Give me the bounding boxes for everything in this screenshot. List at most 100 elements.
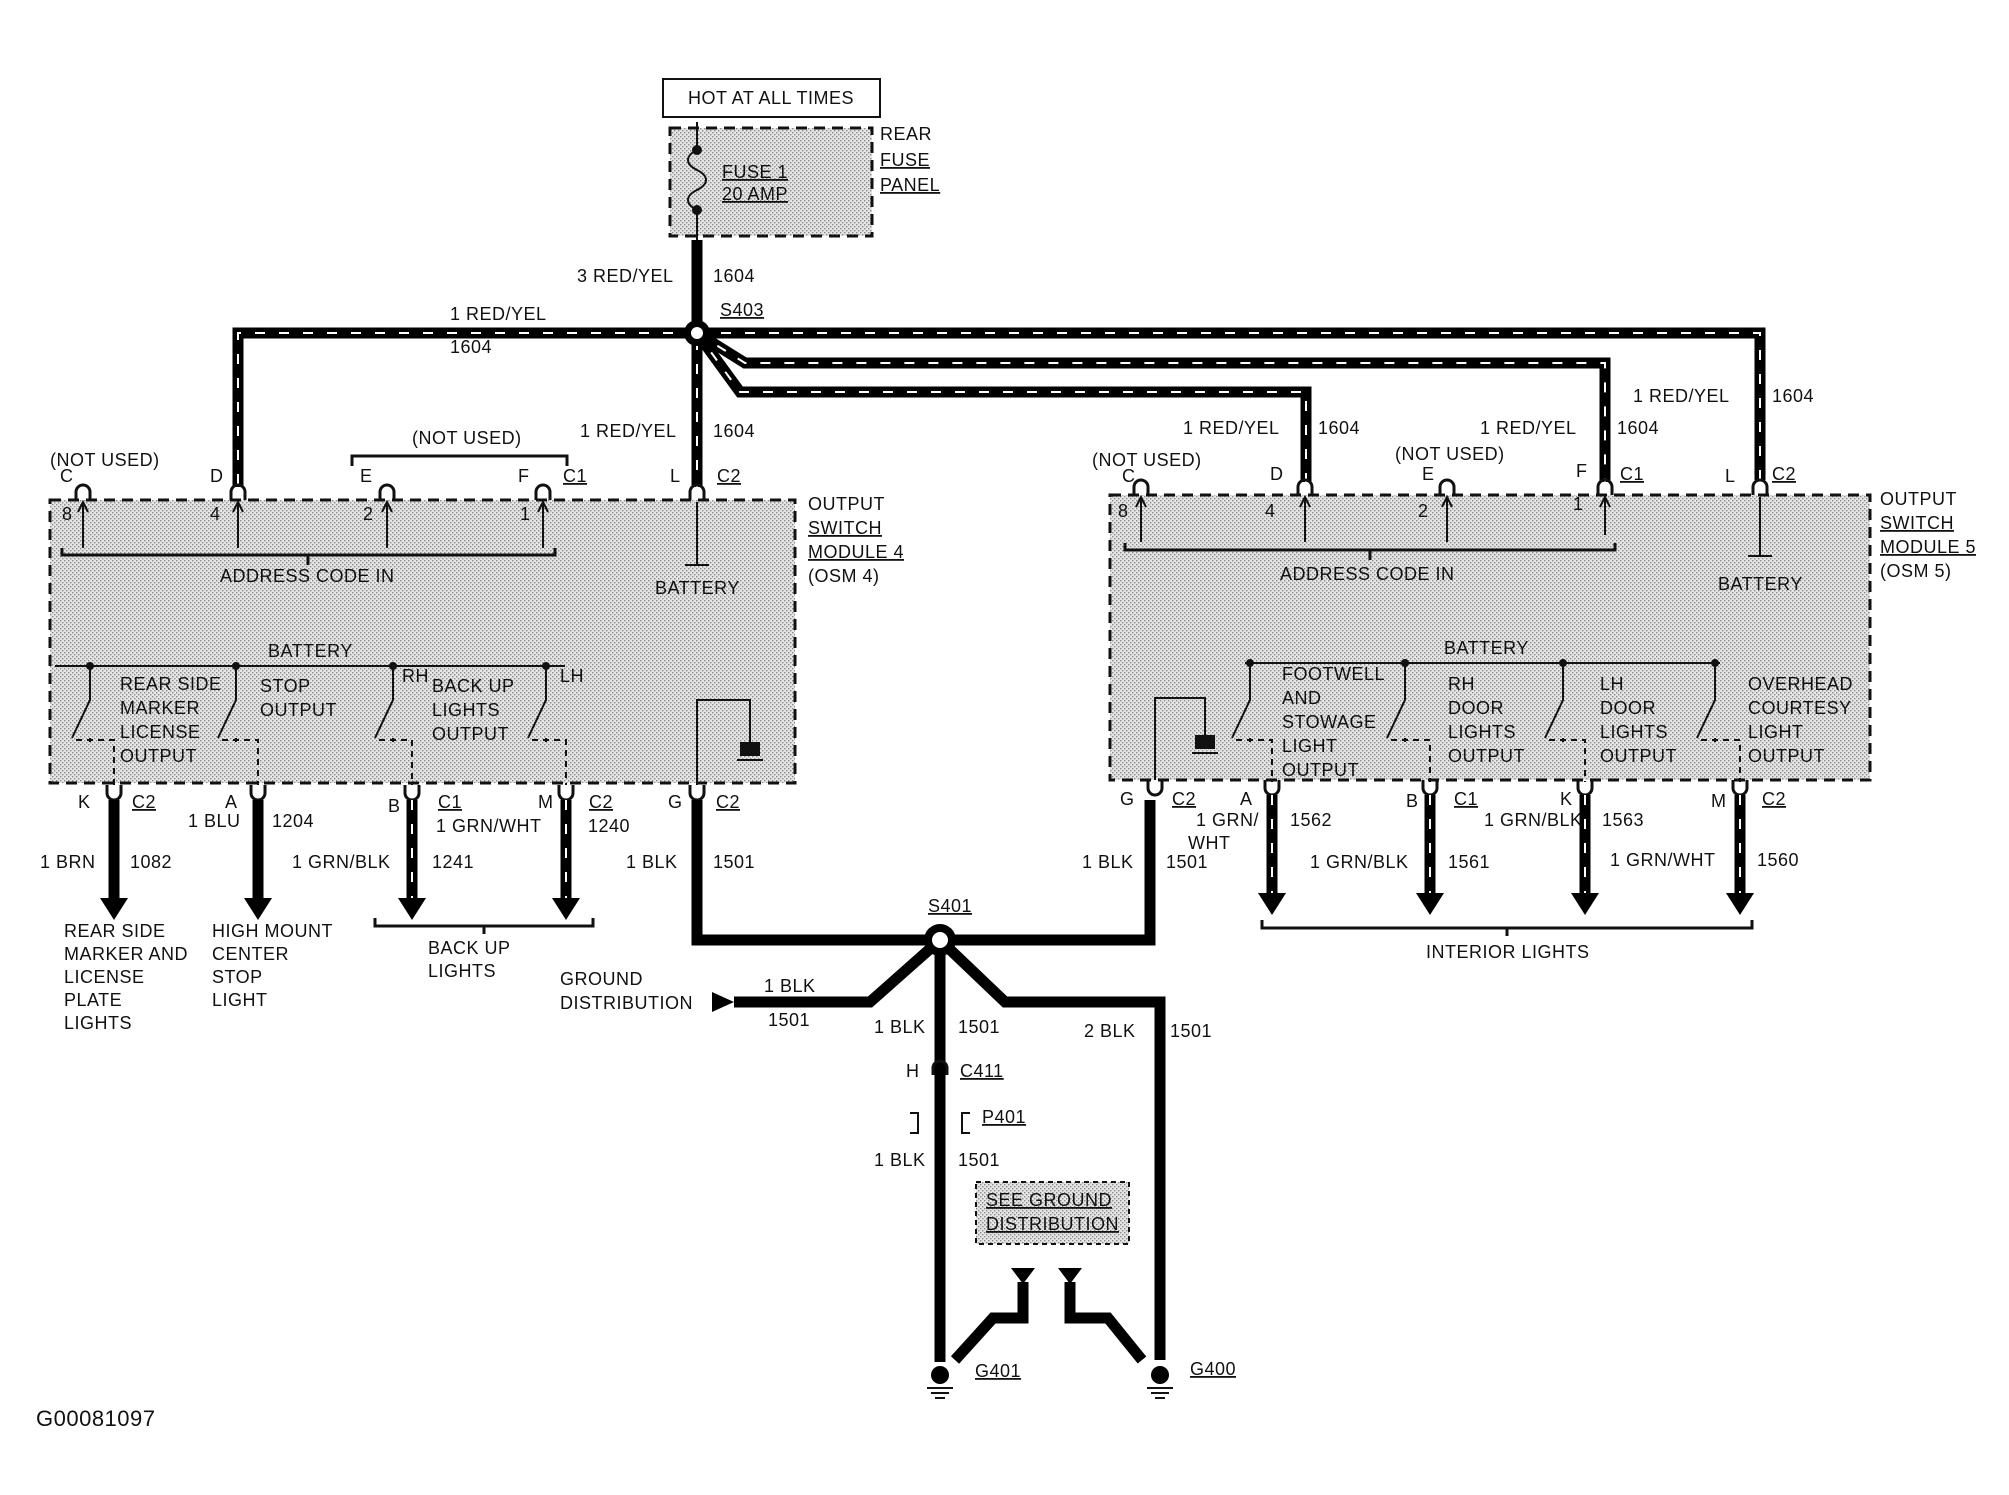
osm4-switches bbox=[71, 662, 567, 785]
load-marker-and: MARKER AND bbox=[64, 944, 188, 964]
osm4-lh: LH bbox=[560, 666, 584, 686]
load-license: LICENSE bbox=[64, 967, 145, 987]
osm5-pin-d: D bbox=[1270, 464, 1284, 484]
circuit-1604-e: 1604 bbox=[1617, 418, 1659, 438]
circuit-1204: 1204 bbox=[272, 811, 314, 831]
osm4-back-up: BACK UP bbox=[432, 676, 515, 696]
rear-fuse-panel: FUSE 1 20 AMP REAR FUSE PANEL bbox=[668, 122, 940, 240]
osm5-battery-bus-label: BATTERY bbox=[1444, 638, 1529, 658]
osm4-pin-a: A bbox=[225, 792, 238, 812]
connector-p401: P401 bbox=[982, 1107, 1026, 1127]
circuit-1501-gd: 1501 bbox=[768, 1010, 810, 1030]
osm4-conn-c1: C1 bbox=[563, 466, 587, 486]
osm4-conn-c2-top: C2 bbox=[717, 466, 741, 486]
fuse-label: FUSE bbox=[880, 150, 930, 170]
osm5-rh-door: DOOR bbox=[1448, 698, 1504, 718]
osm5-addr-4: 4 bbox=[1265, 501, 1276, 521]
wire-1blk-g4: 1 BLK bbox=[626, 852, 678, 872]
osm4-conn-c2-m: C2 bbox=[589, 792, 613, 812]
osm5-addr-1: 1 bbox=[1573, 494, 1584, 514]
wire-1grnwht-a: 1 GRN/WHT bbox=[436, 816, 542, 836]
osm5-addr-2: 2 bbox=[1418, 501, 1429, 521]
c411-pin-h: H bbox=[906, 1061, 920, 1081]
osm5-output-1: OUTPUT bbox=[1282, 760, 1359, 780]
osm4-stop: STOP bbox=[260, 676, 311, 696]
ground-g400: G400 bbox=[1190, 1359, 1236, 1379]
fuse-amp: 20 AMP bbox=[722, 184, 788, 204]
ground-g401: G401 bbox=[975, 1361, 1021, 1381]
circuit-1501-2blk: 1501 bbox=[1170, 1021, 1212, 1041]
see-ground-2: DISTRIBUTION bbox=[986, 1214, 1119, 1234]
osm4-pin-f: F bbox=[518, 466, 530, 486]
osm4-rear-side: REAR SIDE bbox=[120, 674, 222, 694]
osm4-battery-bus-label: BATTERY bbox=[268, 641, 353, 661]
osm4-pin-c: C bbox=[60, 466, 74, 486]
see-ground-1: SEE GROUND bbox=[986, 1190, 1112, 1210]
osm5-lh: LH bbox=[1600, 674, 1624, 694]
osm5-courtesy: COURTESY bbox=[1748, 698, 1852, 718]
osm4-output-2: OUTPUT bbox=[260, 700, 337, 720]
osm5-address-code-in: ADDRESS CODE IN bbox=[1280, 564, 1455, 584]
wire-1grnblk-c: 1 GRN/BLK bbox=[1484, 810, 1583, 830]
wire-1blk-p401: 1 BLK bbox=[874, 1150, 926, 1170]
circuit-1241: 1241 bbox=[432, 852, 474, 872]
circuit-1501-c411: 1501 bbox=[958, 1017, 1000, 1037]
wire-3redyel: 3 RED/YEL bbox=[577, 266, 674, 286]
osm5-lh-lights: LIGHTS bbox=[1600, 722, 1668, 742]
osm4-addr-1: 1 bbox=[520, 504, 531, 524]
output-switch-module-4: (NOT USED) C D E F C1 L C2 (NOT USED) 8 … bbox=[48, 428, 904, 816]
load-back-up: BACK UP bbox=[428, 938, 511, 958]
osm5-light: LIGHT bbox=[1282, 736, 1338, 756]
osm5-pin-m: M bbox=[1711, 791, 1727, 811]
output-switch-module-5: (NOT USED) C D E (NOT USED) F C1 L C2 8 … bbox=[1092, 444, 1976, 811]
osm4-addr-4: 4 bbox=[210, 504, 221, 524]
osm5-conn-c1: C1 bbox=[1620, 464, 1644, 484]
wire-1grnwht-b2: WHT bbox=[1188, 833, 1230, 853]
osm4-title-module: MODULE 4 bbox=[808, 542, 904, 562]
osm5-pin-k: K bbox=[1560, 789, 1573, 809]
wire-1redyel-e: 1 RED/YEL bbox=[1633, 386, 1730, 406]
circuit-1501-p401: 1501 bbox=[958, 1150, 1000, 1170]
osm4-conn-c1-b: C1 bbox=[438, 792, 462, 812]
osm5-not-used-c: (NOT USED) bbox=[1092, 450, 1202, 470]
load-plate: PLATE bbox=[64, 990, 122, 1010]
distribution-label: DISTRIBUTION bbox=[560, 993, 693, 1013]
circuit-1501-a: 1501 bbox=[713, 852, 755, 872]
osm5-output-2: OUTPUT bbox=[1448, 746, 1525, 766]
osm5-output-4: OUTPUT bbox=[1748, 746, 1825, 766]
load-center: CENTER bbox=[212, 944, 289, 964]
circuit-1562: 1562 bbox=[1290, 810, 1332, 830]
load-rear-side: REAR SIDE bbox=[64, 921, 166, 941]
wire-1blk-c411: 1 BLK bbox=[874, 1017, 926, 1037]
osm5-footwell: FOOTWELL bbox=[1282, 664, 1385, 684]
wire-1redyel-a: 1 RED/YEL bbox=[450, 304, 547, 324]
ground-label: GROUND bbox=[560, 969, 643, 989]
osm4-pin-k: K bbox=[78, 792, 91, 812]
osm5-pin-g: G bbox=[1120, 789, 1135, 809]
wire-1brn: 1 BRN bbox=[40, 852, 96, 872]
osm5-conn-c2-m: C2 bbox=[1762, 789, 1786, 809]
osm4-pin-b: B bbox=[388, 796, 401, 816]
connector-c411: C411 bbox=[960, 1061, 1004, 1081]
osm4-pin-g: G bbox=[668, 792, 683, 812]
osm5-pin-l: L bbox=[1725, 466, 1736, 486]
load-interior-lights: INTERIOR LIGHTS bbox=[1426, 942, 1590, 962]
circuit-1560: 1560 bbox=[1757, 850, 1799, 870]
wire-1redyel-c: 1 RED/YEL bbox=[1183, 418, 1280, 438]
osm5-battery-label: BATTERY bbox=[1718, 574, 1803, 594]
wire-1redyel-d: 1 RED/YEL bbox=[1480, 418, 1577, 438]
osm4-output-3: OUTPUT bbox=[432, 724, 509, 744]
circuit-1604-d: 1604 bbox=[1318, 418, 1360, 438]
circuit-1501-b: 1501 bbox=[1166, 852, 1208, 872]
osm5-not-used-e: (NOT USED) bbox=[1395, 444, 1505, 464]
circuit-1240: 1240 bbox=[588, 816, 630, 836]
load-light: LIGHT bbox=[212, 990, 268, 1010]
wire-1redyel-b: 1 RED/YEL bbox=[580, 421, 677, 441]
osm5-pin-c: C bbox=[1122, 466, 1136, 486]
osm5-title-output: OUTPUT bbox=[1880, 489, 1957, 509]
osm4-addr-8: 8 bbox=[62, 504, 73, 524]
osm5-overhead: OVERHEAD bbox=[1748, 674, 1853, 694]
osm5-and: AND bbox=[1282, 688, 1322, 708]
osm5-pin-f: F bbox=[1576, 461, 1588, 481]
